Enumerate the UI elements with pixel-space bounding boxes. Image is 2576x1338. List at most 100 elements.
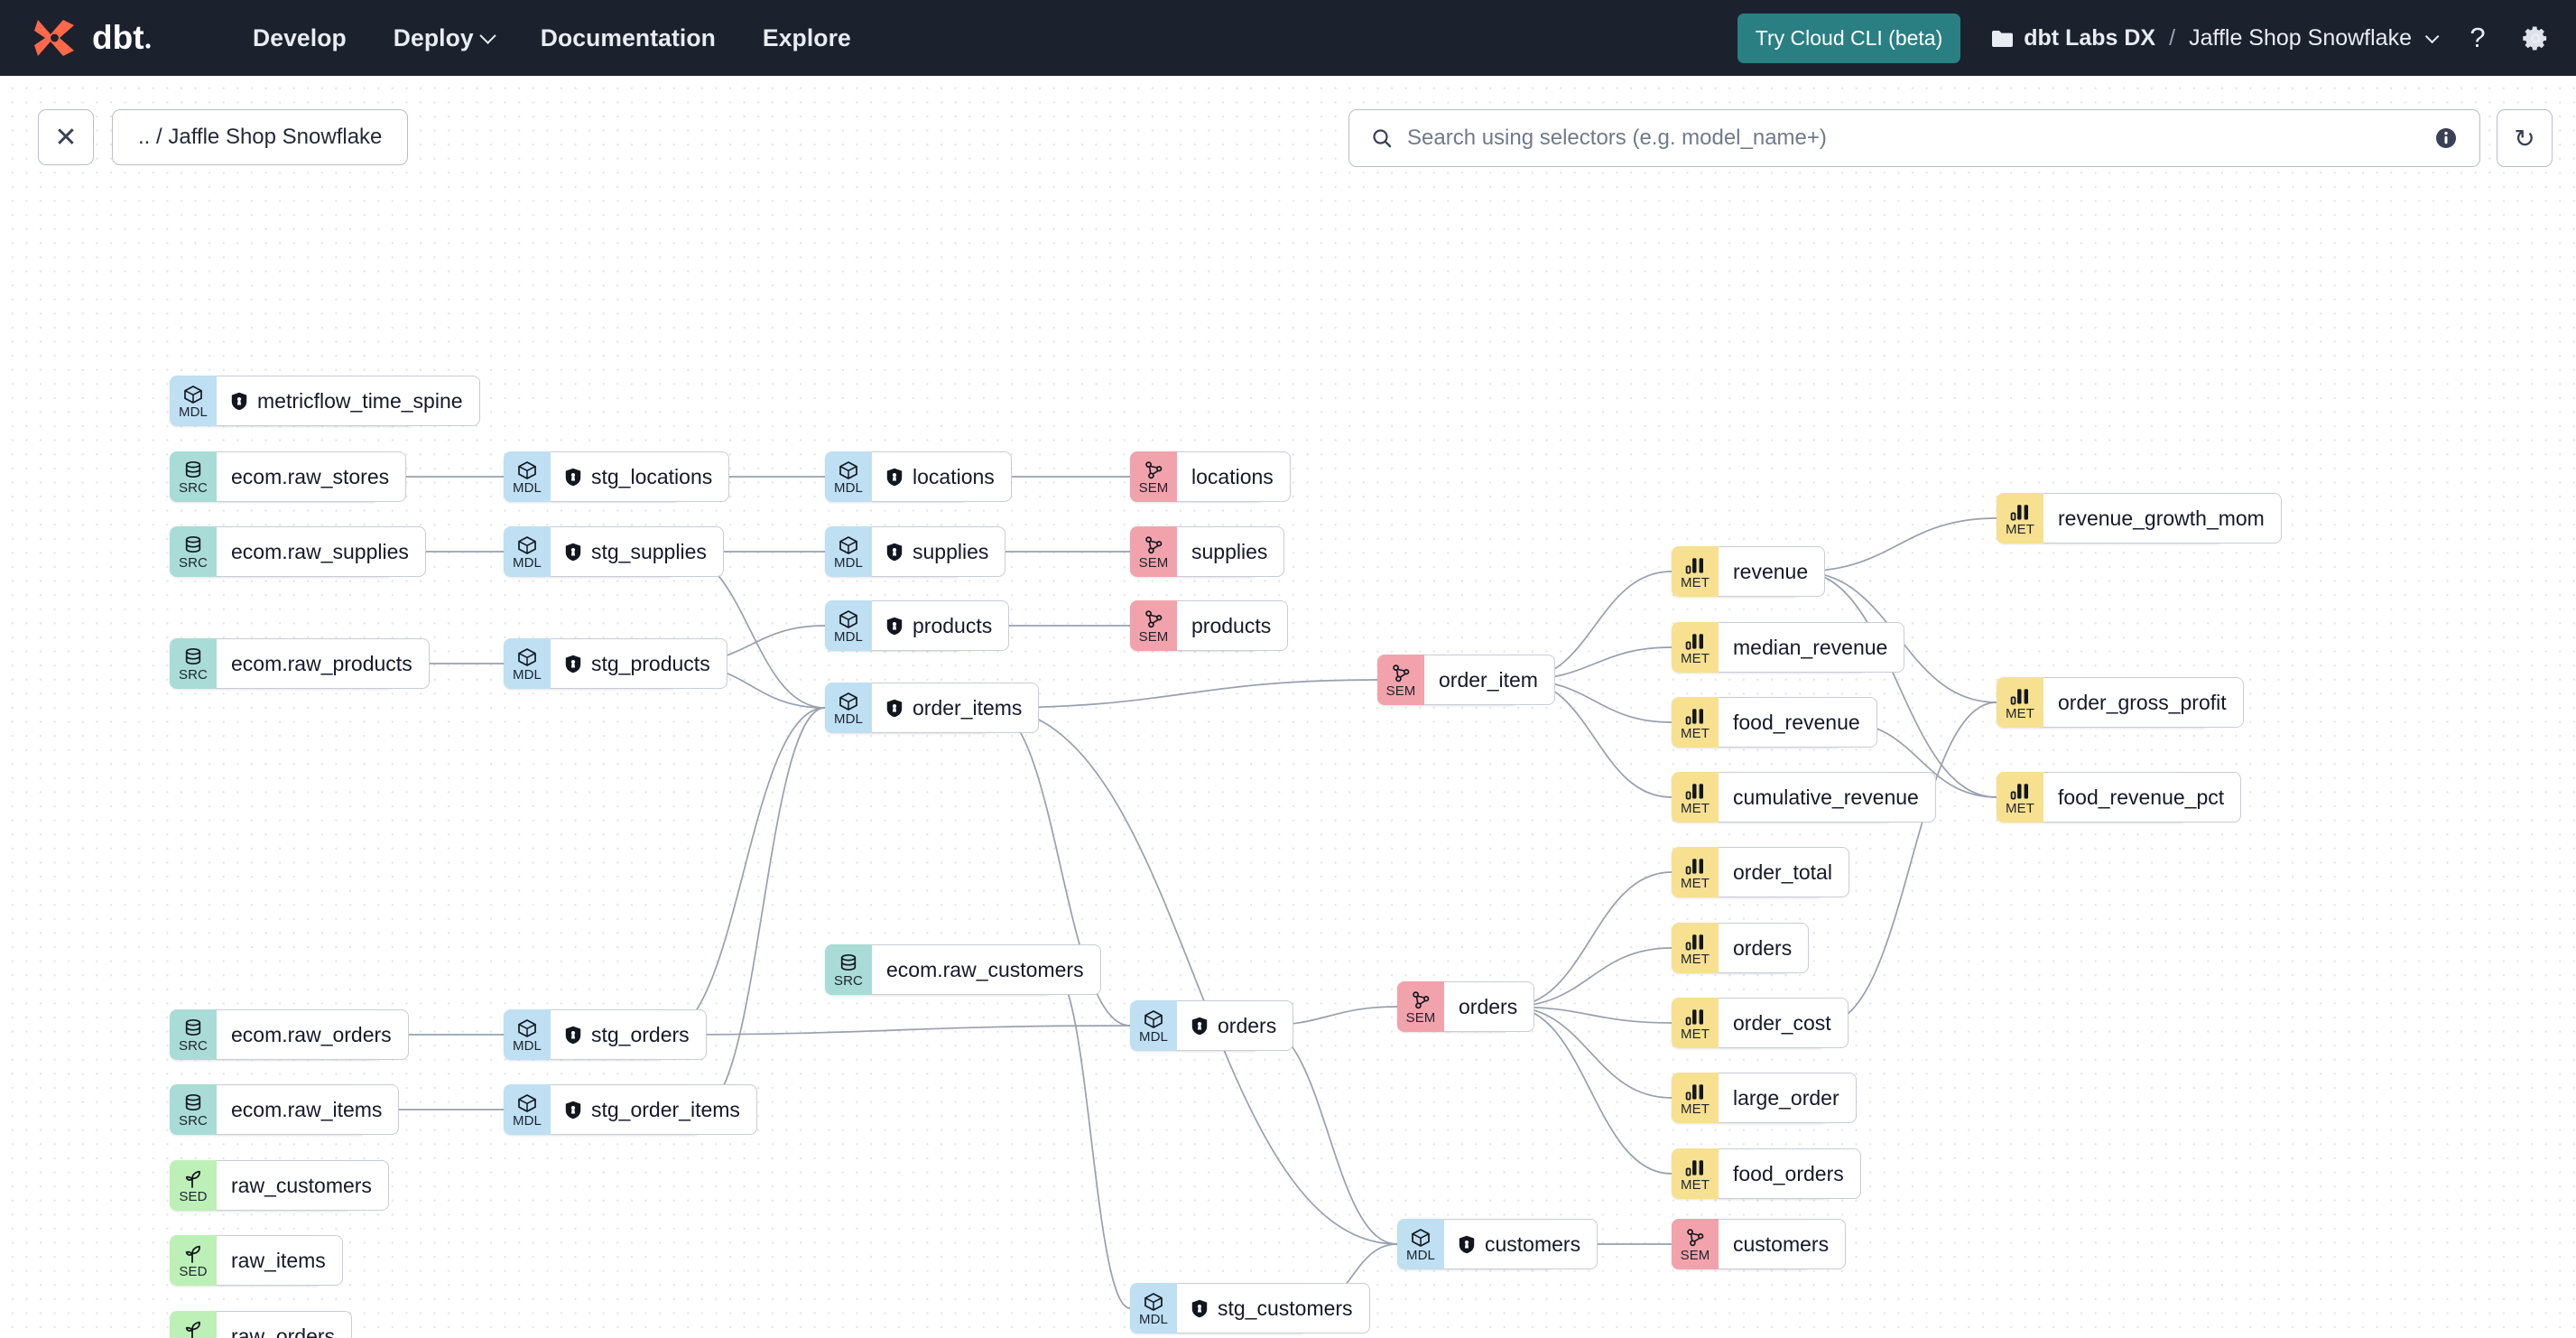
node-body: food_revenue_pct [2043,772,2242,822]
node-body: order_gross_profit [2043,677,2244,728]
node-type-code: SRC [179,555,208,571]
lineage-edge-sem_orders-to-met_large_order [1508,1006,1673,1099]
info-icon[interactable] [2434,126,2458,150]
lineage-node-stg_orders[interactable]: MDL stg_orders [504,1009,707,1060]
nav-item-explore[interactable]: Explore [739,24,875,52]
node-type-badge-mdl: MDL [825,683,872,733]
search-input[interactable] [1407,125,2420,151]
node-body: customers [1444,1219,1598,1269]
node-type-badge-mdl: MDL [825,451,872,502]
breadcrumb-button[interactable]: .. / Jaffle Shop Snowflake [112,109,409,165]
node-label: stg_supplies [591,539,707,563]
lineage-edge-mdl_order_items-to-mdl_customers [990,707,1398,1245]
nav-label-deploy: Deploy [393,23,474,51]
help-icon[interactable]: ? [2469,22,2486,53]
node-body: ecom.raw_stores [217,451,407,502]
node-type-badge-sem: SEM [1377,655,1424,705]
project-selector[interactable]: dbt Labs DX / Jaffle Shop Snowflake [1991,25,2440,51]
shield-badge-icon [565,655,581,673]
lineage-canvas[interactable]: ✕ .. / Jaffle Shop Snowflake ↻ MDLmetric… [0,76,2576,1338]
node-type-code: SEM [1385,683,1416,699]
dbt-logo[interactable]: dbt [32,16,179,60]
node-body: stg_orders [551,1009,707,1060]
node-type-badge-mdl: MDL [825,526,872,577]
node-type-code: MDL [513,1038,542,1054]
bar-chart-icon [2010,505,2028,521]
bar-chart-icon [2010,689,2028,705]
nav-item-documentation[interactable]: Documentation [517,24,739,52]
node-body: order_cost [1719,998,1849,1048]
node-body: orders [1719,923,1810,973]
shield-badge-icon [565,543,581,561]
cube-icon [518,461,536,479]
refresh-button[interactable]: ↻ [2497,109,2553,167]
try-cloud-cli-button[interactable]: Try Cloud CLI (beta) [1737,13,1961,63]
node-body: ecom.raw_orders [217,1009,409,1060]
node-label: stg_customers [1218,1296,1353,1320]
shield-badge-icon [565,468,581,486]
node-label: stg_order_items [591,1097,740,1121]
node-body: order_total [1719,847,1849,897]
node-type-badge-sem: SEM [1130,526,1177,577]
dbt-wordmark: dbt [92,19,151,56]
gear-icon[interactable] [2520,23,2551,53]
lineage-edge-mdl_order_items-to-sem_order_item [990,679,1378,709]
node-label: metricflow_time_spine [257,388,463,413]
node-type-badge-met: MET [1997,772,2043,822]
node-label: ecom.raw_supplies [231,539,409,563]
close-button[interactable]: ✕ [38,109,94,165]
node-body: locations [1177,451,1291,502]
dbt-logo-mark [34,20,74,56]
nav-item-deploy[interactable]: Deploy [370,24,517,52]
lineage-node-src_raw_supplies[interactable]: SRC ecom.raw_supplies [170,526,426,577]
node-type-code: MDL [834,480,863,496]
nav-item-develop[interactable]: Develop [229,24,370,52]
search-bar[interactable] [1348,109,2480,167]
node-body: orders [1444,981,1535,1032]
database-icon [185,460,201,479]
node-body: large_order [1719,1073,1857,1123]
node-body: stg_order_items [551,1084,757,1135]
graph-node-icon [1145,610,1163,628]
node-label: stg_locations [591,464,713,488]
node-type-badge-sem: SEM [1672,1219,1719,1269]
